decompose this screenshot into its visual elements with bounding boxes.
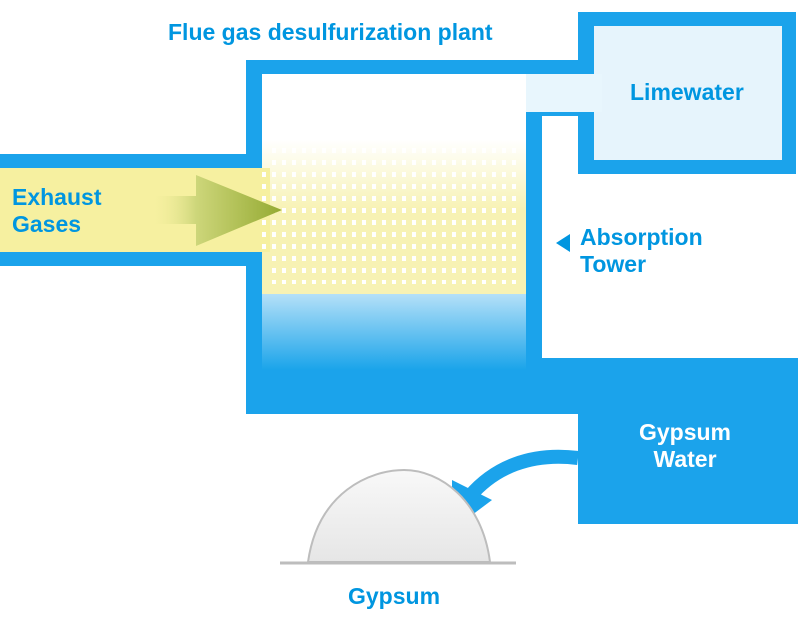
absorption-pointer-icon bbox=[556, 234, 570, 252]
absorbent-liquid bbox=[262, 294, 526, 370]
spray-droplets bbox=[266, 80, 522, 284]
exhaust-arrow bbox=[150, 175, 282, 246]
diagram-title: Flue gas desulfurization plant bbox=[168, 19, 493, 45]
limewater-fill bbox=[594, 26, 782, 160]
gypsum-water-box bbox=[578, 358, 798, 524]
gypsum-flow-arrow bbox=[464, 449, 579, 501]
absorption-label-line2: Tower bbox=[580, 251, 647, 277]
gypsum-pile bbox=[306, 468, 492, 563]
exhaust-label-line1: Exhaust bbox=[12, 184, 102, 210]
gypsum-water-label-line1: Gypsum bbox=[638, 419, 732, 445]
absorption-label-line1: Absorption bbox=[580, 224, 703, 250]
gypsum-label: Gypsum bbox=[348, 583, 441, 609]
limewater-label: Limewater bbox=[630, 79, 744, 105]
exhaust-gases-label: Exhaust Gases bbox=[12, 184, 101, 238]
gypsum-water-label-line2: Water bbox=[653, 446, 717, 472]
exhaust-label-line2: Gases bbox=[12, 211, 82, 237]
absorption-tower-label: Absorption Tower bbox=[580, 224, 703, 278]
gypsum-water-label: Gypsum Water bbox=[610, 419, 760, 473]
